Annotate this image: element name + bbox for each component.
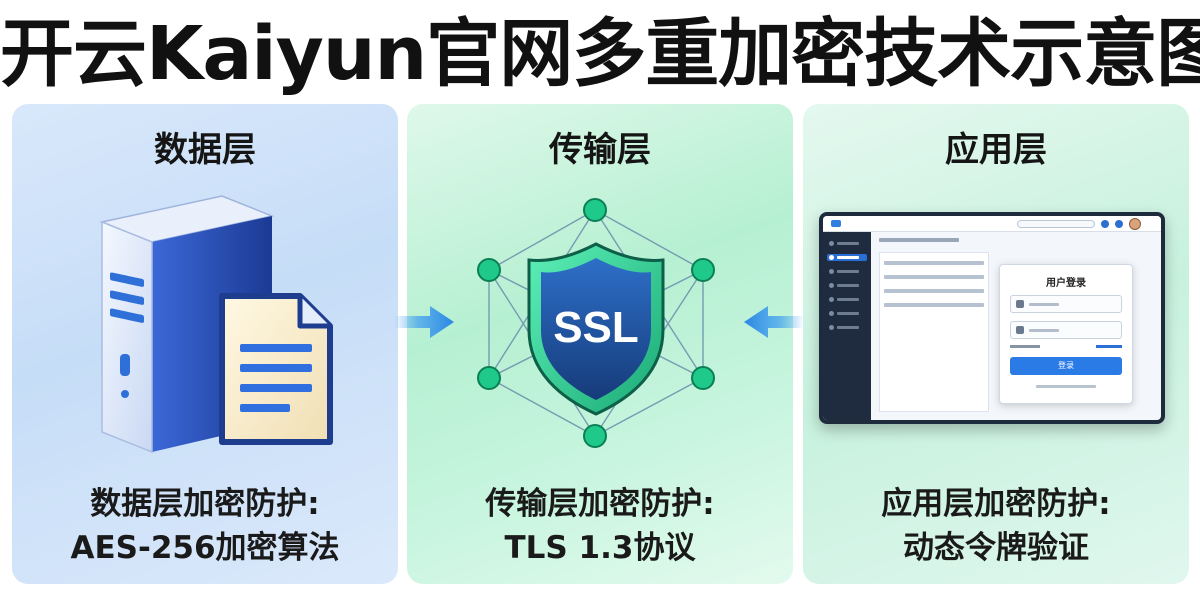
login-footer-text [1036,385,1096,388]
app-sidebar [823,232,871,420]
login-button: 登录 [1010,357,1122,375]
app-ui-mockup: 用户登录 登录 [819,212,1165,424]
app-bell-icon [1115,220,1123,228]
transport-layer-heading: 传输层 [549,130,651,170]
login-dialog: 用户登录 登录 [999,264,1133,404]
application-layer-heading: 应用层 [945,130,1047,170]
application-layer-panel: 应用层 [803,104,1189,584]
app-search-box [1017,220,1095,228]
breadcrumb [879,238,959,242]
remember-me-option [1010,345,1040,348]
data-layer-heading: 数据层 [154,130,256,170]
avatar [1129,218,1141,230]
network-nodes [477,198,715,448]
forgot-password-link [1096,345,1122,348]
application-layer-caption: 应用层加密防护: 动态令牌验证 [803,482,1189,570]
ssl-badge-text: SSL [553,303,639,352]
app-settings-icon [1101,220,1109,228]
user-icon [1016,300,1024,308]
data-layer-caption-line2: AES-256加密算法 [70,530,340,566]
transport-layer-panel: 传输层 [407,104,793,584]
password-field [1010,321,1122,339]
transport-layer-caption-line2: TLS 1.3协议 [504,530,696,566]
arrow-right-icon [394,306,454,338]
data-layer-caption-line1: 数据层加密防护: [90,486,320,522]
diagram-title: 开云Kaiyun官网多重加密技术示意图 [0,11,1200,97]
username-field [1010,295,1122,313]
arrow-left-icon [744,306,804,338]
app-logo-icon [831,220,841,227]
app-topbar [823,216,1161,232]
login-title: 用户登录 [1046,278,1086,289]
server-document-icon [99,195,333,454]
data-layer-panel: 数据层 [12,104,398,584]
lock-icon [1016,326,1024,334]
application-layer-caption-line1: 应用层加密防护: [881,486,1111,522]
application-layer-caption-line2: 动态令牌验证 [903,530,1089,566]
data-layer-caption: 数据层加密防护: AES-256加密算法 [12,482,398,570]
app-list-panel [879,252,989,412]
transport-layer-caption-line1: 传输层加密防护: [485,486,715,522]
transport-layer-caption: 传输层加密防护: TLS 1.3协议 [407,482,793,570]
ssl-shield-network-icon: SSL [477,198,715,448]
